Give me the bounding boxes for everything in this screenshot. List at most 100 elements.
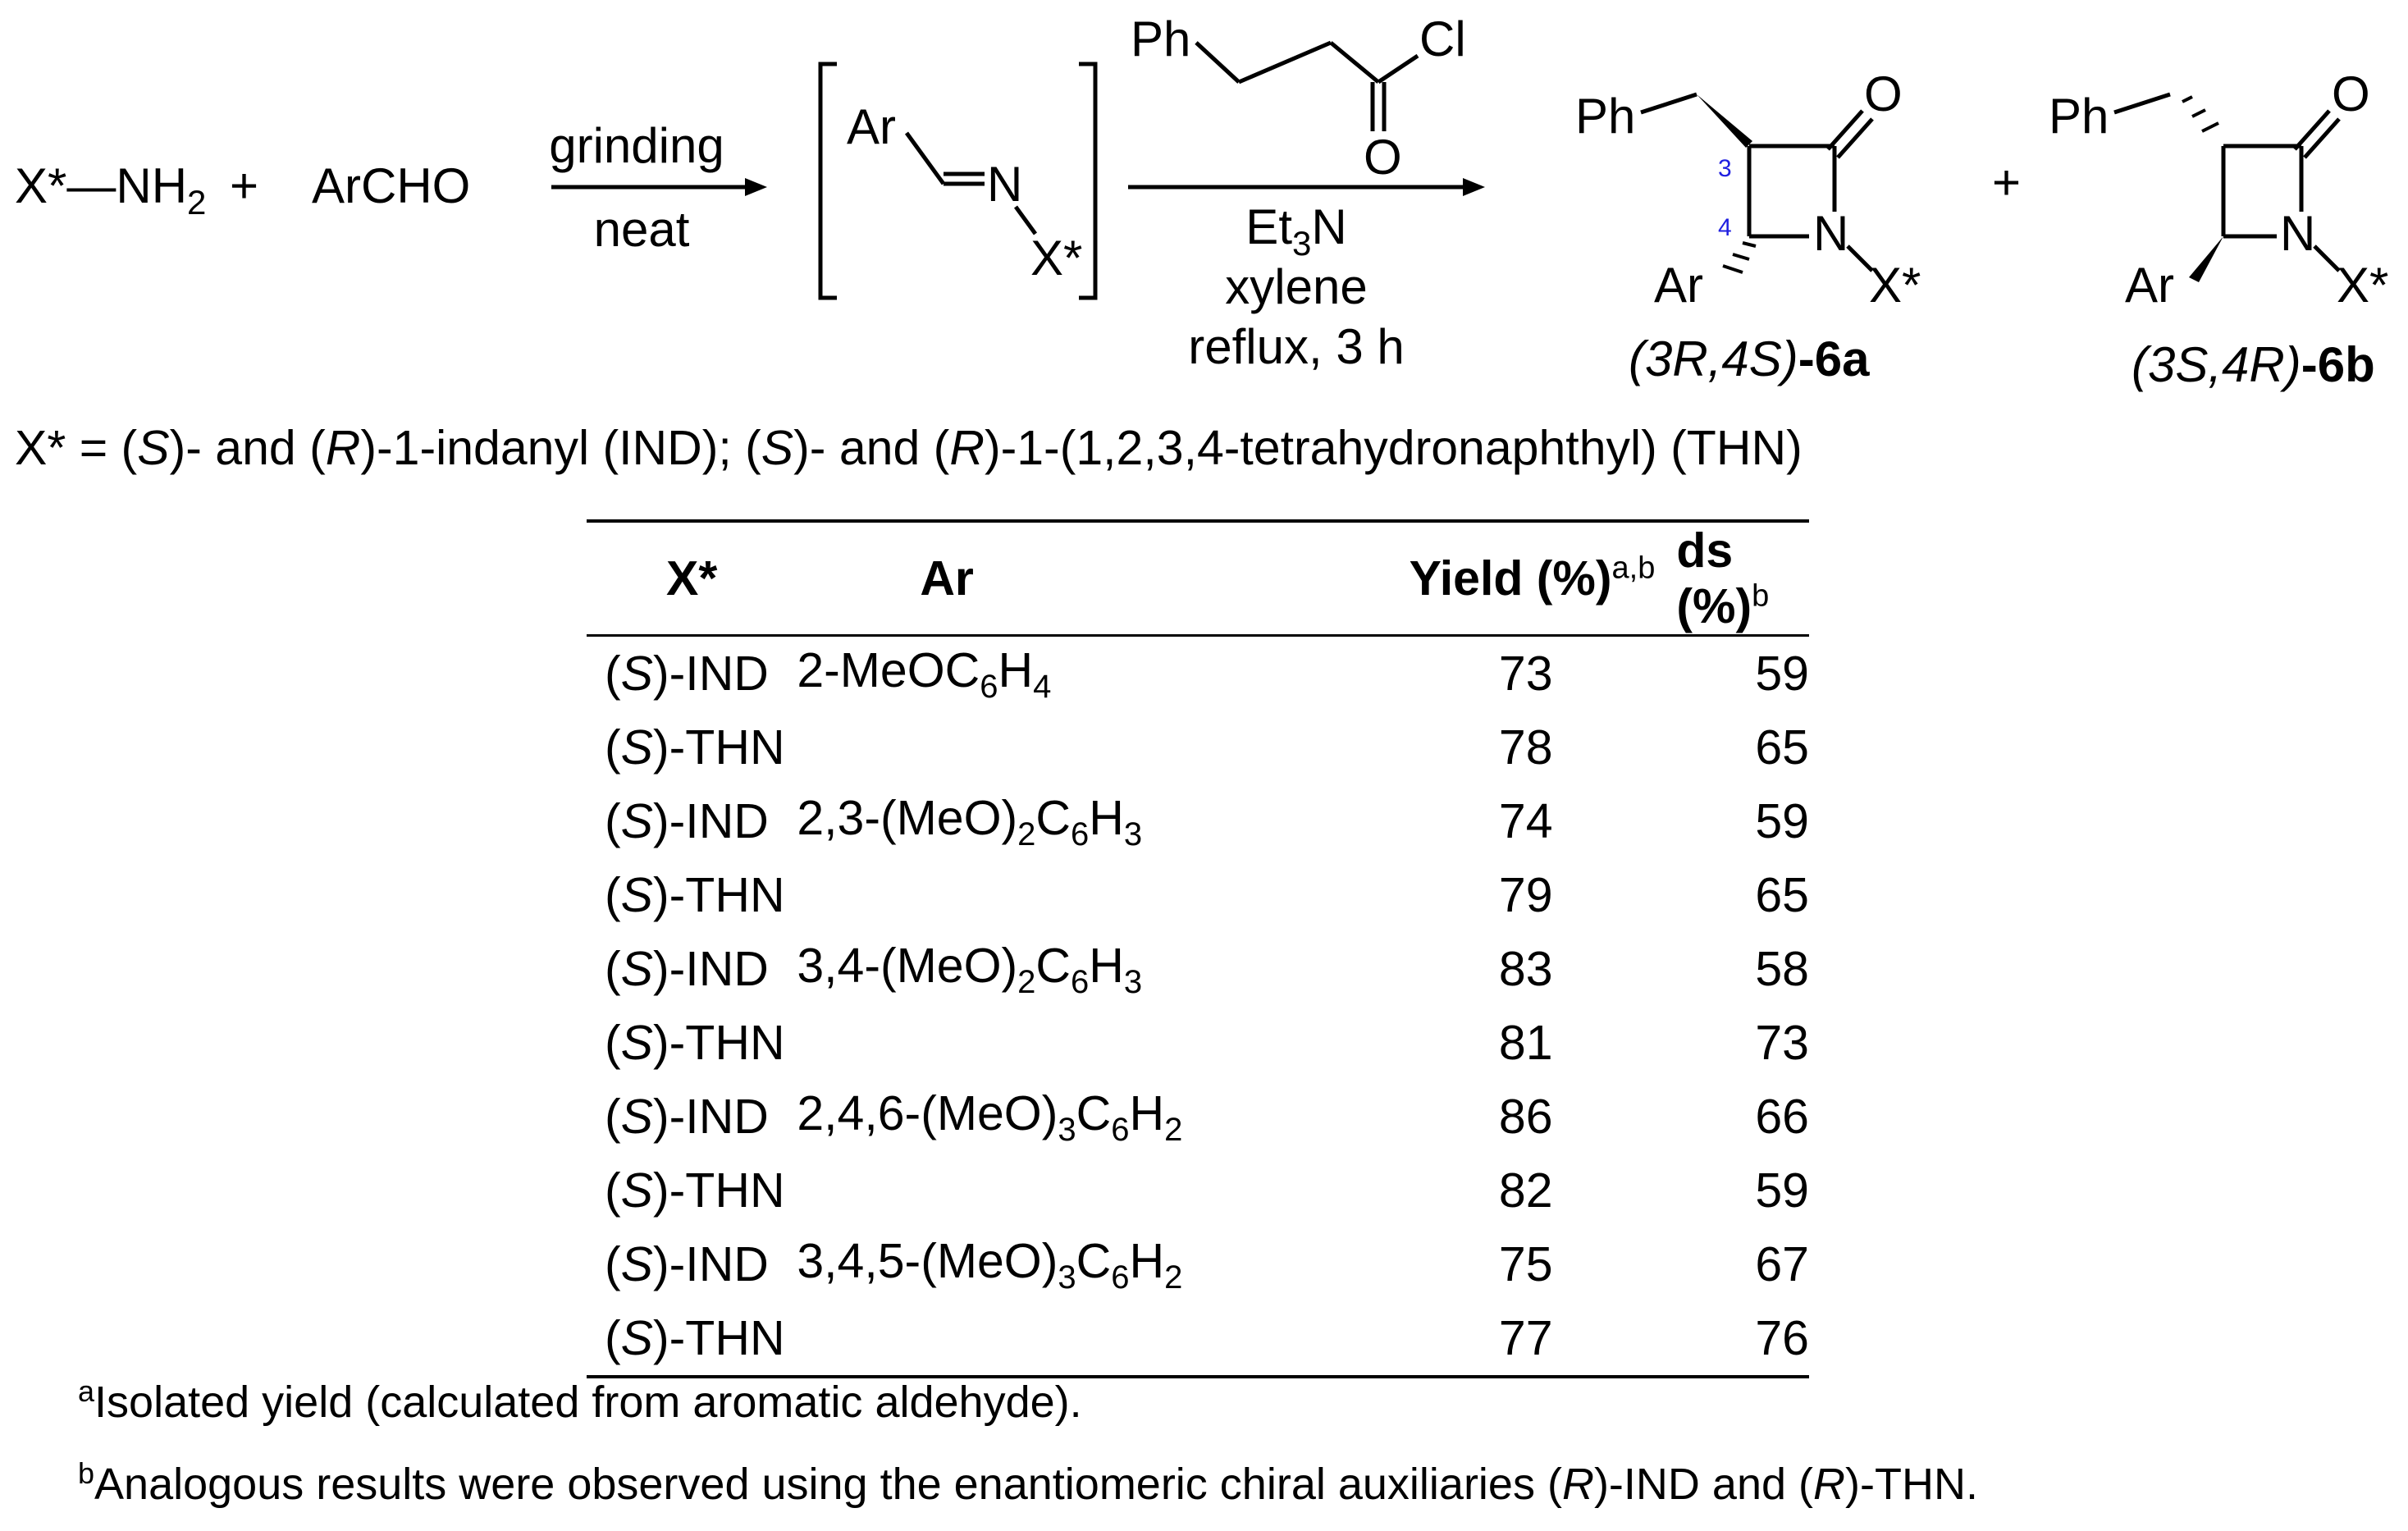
product-6a-bond-nx: [1846, 245, 1874, 272]
cell-aryl: 2,3-(MeO)2C6H3: [797, 790, 1143, 852]
table-row: (S)-IND 3,4-(MeO)2C6H3 83 58: [587, 932, 1809, 1006]
footnote-a: aIsolated yield (calculated from aromati…: [78, 1374, 1082, 1427]
acid-bond-c-cl: [1377, 53, 1419, 85]
cell-aryl: [797, 711, 1294, 784]
cell-ds: 76: [1755, 1311, 1809, 1365]
arrowhead-2: [1463, 178, 1485, 196]
header-ds: ds (%)b: [1676, 523, 1770, 633]
cell-yield: 77: [1498, 1311, 1553, 1365]
product-6a-c4-number: 4: [1718, 214, 1732, 241]
amine-reactant: X*—NH2: [15, 158, 206, 222]
acid-chloride-cl-label: Cl: [1419, 11, 1466, 66]
cell-ds: 67: [1755, 1237, 1809, 1291]
product-6b-wedge-c4: [2189, 236, 2223, 282]
cell-auxiliary: (S)-THN: [605, 1016, 785, 1070]
condition-temperature: reflux, 3 h: [1188, 319, 1404, 374]
cell-yield: 86: [1498, 1090, 1553, 1144]
cell-ds: 65: [1755, 720, 1809, 775]
imine-n-label: N: [987, 157, 1022, 212]
cell-aryl: 3,4-(MeO)2C6H3: [797, 938, 1143, 1000]
results-table: X* Ar Yield (%)a,b ds (%)b (S)-IND 2-MeOC…: [587, 519, 1809, 1378]
cell-auxiliary: (S)-THN: [605, 868, 785, 922]
table-row: (S)-THN 77 76: [587, 1301, 1809, 1377]
condition-base: Et3N: [1245, 199, 1346, 263]
condition-solvent: xylene: [1225, 259, 1367, 314]
cell-aryl: [797, 858, 1294, 932]
header-aryl: Ar: [920, 551, 974, 606]
reaction-scheme: X*—NH2 + ArCHO grinding neat Ar N X* Ph …: [15, 11, 2388, 392]
imine-bond-n-x: [1013, 205, 1038, 235]
cell-auxiliary: (S)-IND: [605, 1090, 769, 1144]
imine-ar-label: Ar: [847, 99, 896, 154]
cell-yield: 82: [1498, 1163, 1553, 1218]
cell-yield: 83: [1498, 942, 1553, 996]
cell-auxiliary: (S)-IND: [605, 794, 769, 848]
cell-auxiliary: (S)-THN: [605, 1163, 785, 1218]
cell-auxiliary: (S)-IND: [605, 647, 769, 701]
cell-auxiliary: (S)-IND: [605, 1237, 769, 1291]
cell-ds: 59: [1755, 1163, 1809, 1218]
cell-aryl: 3,4,5-(MeO)3C6H2: [797, 1233, 1183, 1296]
product-6a-co-bond-b: [1836, 117, 1874, 159]
cell-aryl: [797, 1301, 1294, 1377]
product-6b-ar-label: Ar: [2125, 258, 2174, 313]
cell-auxiliary: (S)-THN: [605, 720, 785, 775]
product-6a-co-bond-a: [1826, 109, 1864, 151]
left-bracket: [818, 62, 837, 300]
table-row: (S)-IND 2,4,6-(MeO)3C6H2 86 66: [587, 1080, 1809, 1154]
product-6b-o-label: O: [2332, 66, 2370, 121]
acid-bond-2: [1238, 40, 1332, 85]
footnote-b: bAnalogous results were observed using t…: [78, 1456, 1978, 1509]
product-6b-bond-ph: [2113, 92, 2171, 115]
condition-grinding: grinding: [549, 118, 724, 173]
product-6a-ar-label: Ar: [1654, 258, 1703, 313]
table-row: (S)-IND 2,3-(MeO)2C6H3 74 59: [587, 784, 1809, 858]
table-header-row: X* Ar Yield (%)a,b ds (%)b: [587, 521, 1809, 636]
product-6a-n-label: N: [1813, 206, 1848, 261]
cell-ds: 73: [1755, 1016, 1809, 1070]
cell-aryl: [797, 1006, 1294, 1080]
cell-auxiliary: (S)-THN: [605, 1311, 785, 1365]
cell-ds: 58: [1755, 942, 1809, 996]
cell-yield: 81: [1498, 1016, 1553, 1070]
product-6b-x-label: X*: [2337, 258, 2388, 313]
table-row: (S)-THN 81 73: [587, 1006, 1809, 1080]
cell-ds: 59: [1755, 794, 1809, 848]
cell-auxiliary: (S)-IND: [605, 942, 769, 996]
cell-yield: 78: [1498, 720, 1553, 775]
product-6b-co-bond-a: [2293, 109, 2331, 151]
acid-chloride-ph-label: Ph: [1131, 11, 1190, 66]
table-row: (S)-THN 82 59: [587, 1154, 1809, 1227]
product-6a-wedge-c3: [1697, 94, 1752, 148]
cell-ds: 66: [1755, 1090, 1809, 1144]
acid-bond-3: [1329, 41, 1380, 84]
acid-bond-1: [1195, 41, 1241, 84]
product-6a-ph-label: Ph: [1575, 89, 1635, 144]
product-6a-c3-number: 3: [1718, 155, 1732, 182]
product-6b-n-label: N: [2280, 206, 2315, 261]
auxiliary-definition: X* = (S)- and (R)-1-indanyl (IND); (S)- …: [15, 421, 1803, 475]
cell-ds: 65: [1755, 868, 1809, 922]
cell-aryl: [797, 1154, 1294, 1227]
imine-x-label: X*: [1030, 231, 1082, 286]
table-body: (S)-IND 2-MeOC6H4 73 59 (S)-THN 78 65 (S)-IND 2,…: [587, 636, 1809, 1377]
condition-neat: neat: [594, 202, 690, 257]
cell-yield: 73: [1498, 647, 1553, 701]
acid-chloride-o-label: O: [1364, 130, 1402, 185]
plus-sign: +: [230, 158, 258, 213]
cell-yield: 74: [1498, 794, 1553, 848]
product-6b-configuration: (3S,4R)-6b: [2132, 337, 2375, 392]
table-row: (S)-THN 78 65: [587, 711, 1809, 784]
cell-aryl: 2,4,6-(MeO)3C6H2: [797, 1085, 1183, 1148]
right-bracket: [1079, 62, 1098, 300]
product-6a-o-label: O: [1864, 66, 1903, 121]
header-auxiliary: X*: [666, 551, 718, 606]
product-6a-hash-bond: [1722, 241, 1757, 274]
product-6a-x-label: X*: [1869, 258, 1921, 313]
cell-aryl: 2-MeOC6H4: [797, 642, 1052, 705]
cell-yield: 75: [1498, 1237, 1553, 1291]
aldehyde-reactant: ArCHO: [312, 158, 470, 213]
header-yield: Yield (%)a,b: [1409, 551, 1656, 606]
